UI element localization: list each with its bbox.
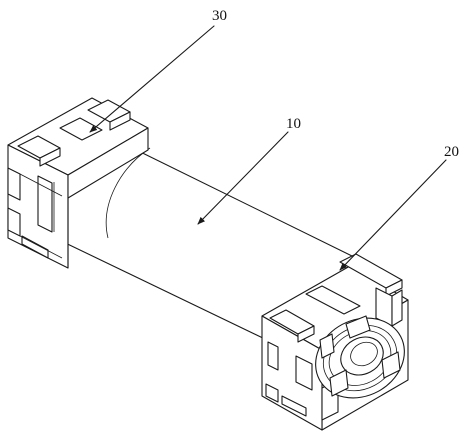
leader-20 xyxy=(339,159,447,271)
leader-10 xyxy=(197,131,289,225)
left-end-cap xyxy=(7,97,149,269)
right-end-cap xyxy=(261,253,409,431)
label-10: 10 xyxy=(286,116,301,132)
leader-30 xyxy=(89,25,215,133)
label-20: 20 xyxy=(444,144,459,160)
label-30: 30 xyxy=(212,8,227,24)
leader-lines xyxy=(89,25,447,271)
